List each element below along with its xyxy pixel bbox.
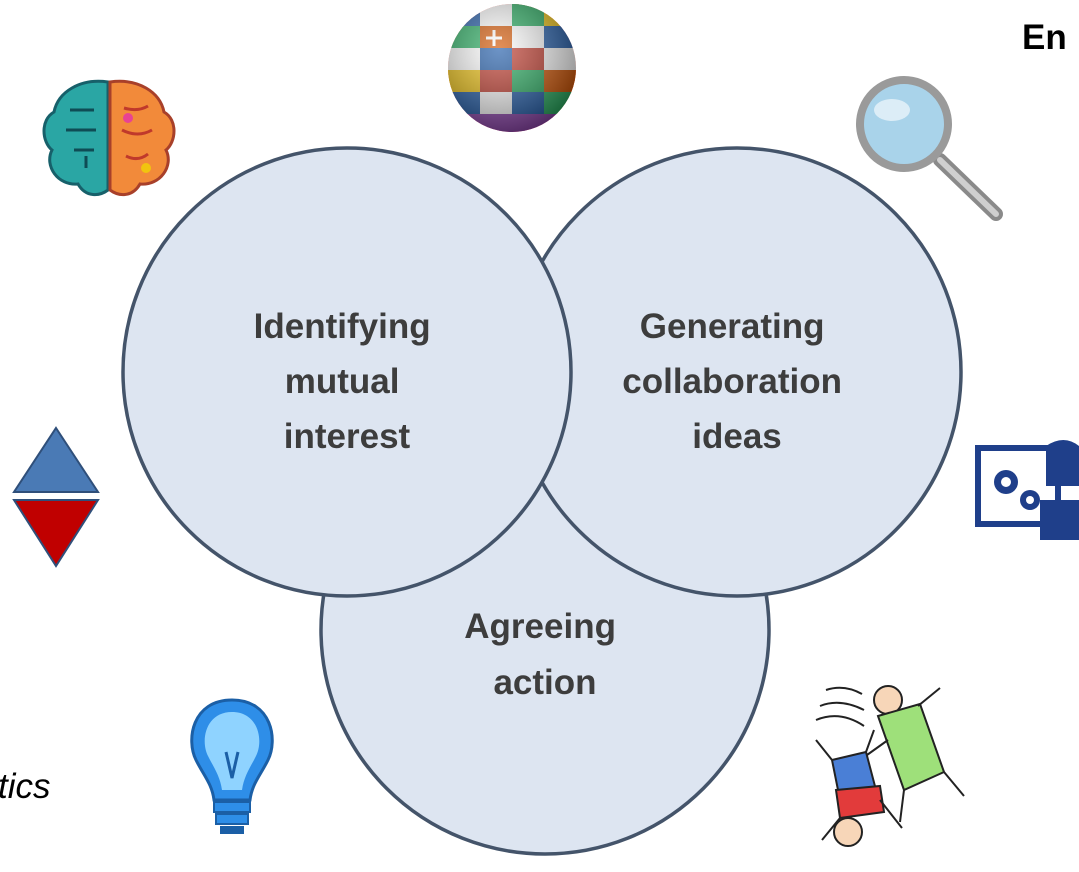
edge-text-top-right: En xyxy=(1022,18,1067,57)
label-right: Generating collaboration ideas xyxy=(622,307,851,456)
magnifier-icon xyxy=(856,76,1003,221)
engineer-gears-icon xyxy=(975,440,1079,540)
edge-text-left: tics xyxy=(0,767,51,806)
brain-icon xyxy=(42,79,176,196)
label-bottom: Agreeing action xyxy=(464,607,625,702)
up-down-arrows-icon xyxy=(12,426,100,568)
lightbulb-icon xyxy=(190,698,274,834)
circle-left xyxy=(121,146,573,598)
globe-flags-icon xyxy=(448,4,576,132)
label-left: Identifying mutual interest xyxy=(254,307,441,456)
kids-playing-icon xyxy=(815,685,965,847)
